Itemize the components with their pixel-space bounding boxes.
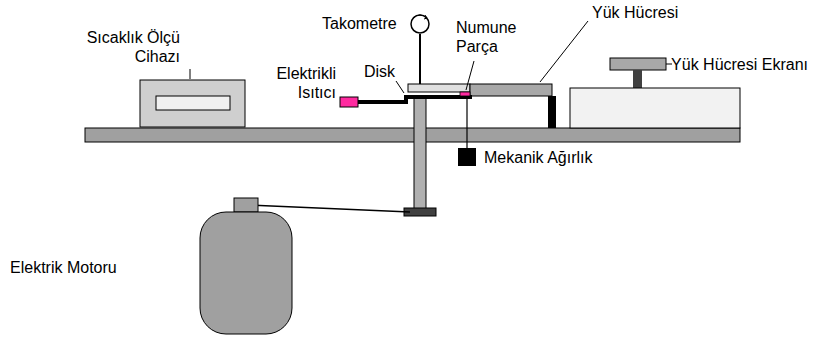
label-heater: Elektrikli Isıtıcı bbox=[252, 64, 336, 102]
motor-cap bbox=[234, 198, 258, 212]
label-tachometer: Takometre bbox=[322, 14, 397, 33]
load-cell-post bbox=[548, 96, 556, 128]
weight-string bbox=[466, 99, 467, 148]
mechanical-weight bbox=[458, 148, 476, 166]
specimen bbox=[460, 92, 470, 96]
tachometer-arrow bbox=[413, 15, 427, 19]
leader-line bbox=[396, 81, 404, 93]
electric-motor bbox=[200, 212, 292, 334]
belt bbox=[246, 205, 410, 212]
label-electric-motor: Elektrik Motoru bbox=[10, 258, 117, 277]
leader-line bbox=[190, 69, 191, 79]
label-load-cell: Yük Hücresi bbox=[592, 3, 678, 22]
label-temperature-device: Sıcaklık Ölçü Cihazı bbox=[40, 28, 180, 66]
label-mechanical-weight: Mekanik Ağırlık bbox=[484, 148, 592, 167]
temperature-display bbox=[156, 96, 230, 110]
label-specimen: Numune Parça bbox=[456, 18, 520, 56]
load-cell bbox=[470, 84, 552, 96]
display-base bbox=[570, 88, 740, 128]
disk bbox=[358, 97, 472, 102]
leader-line bbox=[540, 21, 588, 82]
label-disk: Disk bbox=[364, 62, 395, 81]
temperature-device bbox=[140, 80, 245, 127]
electric-heater bbox=[340, 97, 358, 107]
base-plank bbox=[85, 128, 740, 142]
label-load-cell-display: Yük Hücresi Ekranı bbox=[671, 55, 808, 74]
leader-line bbox=[466, 61, 474, 90]
tachometer-stem bbox=[419, 34, 421, 84]
shaft bbox=[414, 97, 426, 211]
display-head bbox=[610, 58, 666, 70]
lever-plate bbox=[408, 84, 470, 92]
display-stem bbox=[633, 70, 642, 88]
tachometer bbox=[411, 15, 429, 33]
